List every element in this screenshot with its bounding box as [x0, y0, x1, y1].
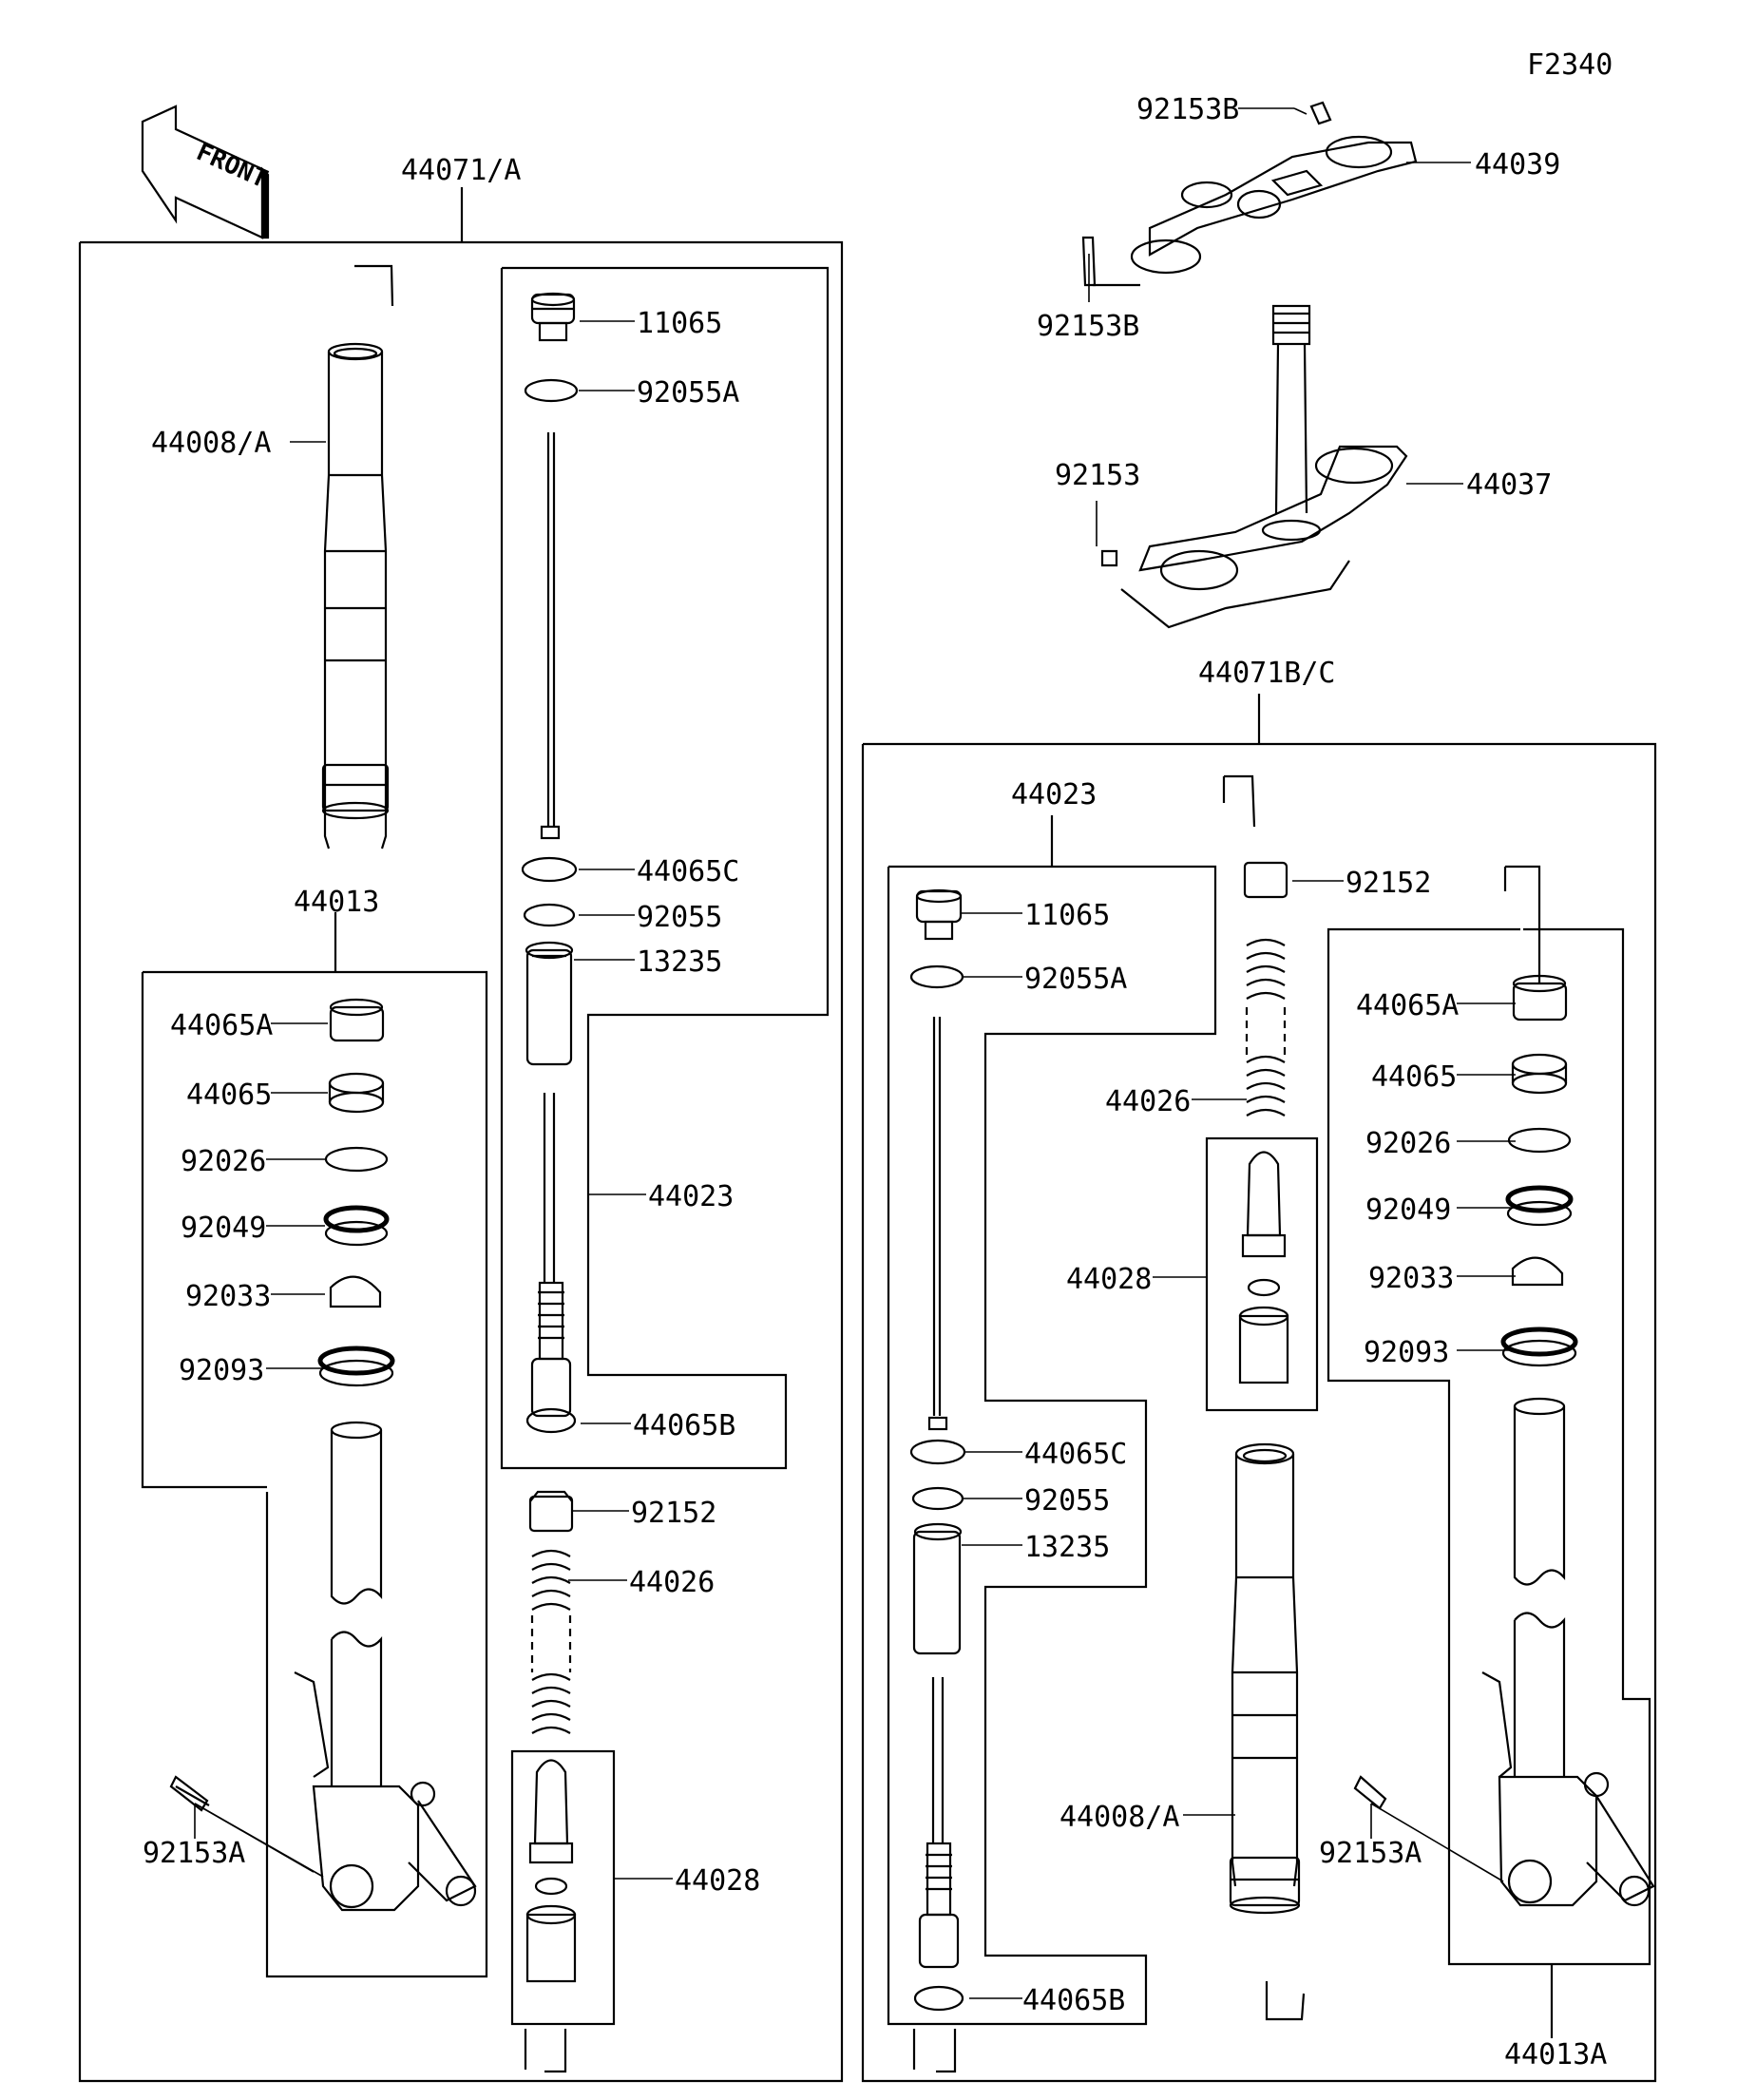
- label-layer: F2340 FRONT 44071/A 44008/A 44013 11065 …: [143, 48, 1613, 2071]
- label-92153B-mid: 92153B: [1037, 310, 1139, 343]
- seals-right: [1500, 865, 1578, 1367]
- label-92055A-right: 92055A: [1024, 963, 1127, 996]
- label-92153: 92153: [1055, 459, 1140, 492]
- label-44065-right: 44065: [1371, 1060, 1457, 1094]
- upper-clamp: [1130, 101, 1418, 275]
- box-44028-left: [510, 1749, 616, 2026]
- label-44037: 44037: [1466, 468, 1552, 502]
- label-44026-right: 44026: [1105, 1085, 1191, 1118]
- box-44028-right: [1205, 1136, 1319, 1412]
- seals-left: [317, 998, 395, 1387]
- label-44065A-right: 44065A: [1356, 989, 1459, 1022]
- label-92033-right: 92033: [1368, 1262, 1454, 1295]
- label-44065C-right: 44065C: [1024, 1438, 1127, 1471]
- label-44028-right: 44028: [1066, 1263, 1152, 1296]
- box-44013: [143, 970, 488, 1978]
- label-44065-left: 44065: [186, 1079, 272, 1112]
- outer-tube-right: [1229, 1442, 1306, 2021]
- label-44013: 44013: [294, 886, 379, 919]
- label-92153B-top: 92153B: [1136, 93, 1239, 126]
- label-44071A: 44071/A: [401, 154, 521, 187]
- box-44023-left: [500, 266, 830, 1470]
- label-92033-left: 92033: [185, 1280, 271, 1313]
- label-44039: 44039: [1475, 148, 1560, 181]
- bolt-upper-left: [1081, 236, 1140, 287]
- box-44013A: [1327, 927, 1651, 1966]
- box-44071BC: [861, 742, 1657, 2083]
- cartridge-right: [1238, 1151, 1289, 1384]
- damper-right: [909, 888, 966, 2073]
- label-92055-right: 92055: [1024, 1484, 1110, 1518]
- label-92093-right: 92093: [1364, 1336, 1449, 1369]
- label-44028-left: 44028: [675, 1864, 760, 1898]
- label-92093-left: 92093: [179, 1354, 264, 1387]
- box-44071A: [78, 240, 844, 2083]
- label-92055-left: 92055: [637, 901, 722, 934]
- fork-bottom-left: [169, 1671, 477, 1912]
- inner-tube-left: [330, 1421, 383, 1786]
- label-44065B-right: 44065B: [1022, 1984, 1125, 2017]
- inner-tube-right: [1513, 1397, 1566, 1777]
- cartridge-left: [524, 1759, 577, 2073]
- label-44008A-left: 44008/A: [151, 427, 271, 460]
- figure-code: F2340: [1527, 48, 1613, 82]
- label-44026-left: 44026: [629, 1566, 715, 1599]
- spring-right: [1222, 774, 1288, 1117]
- label-44065C-left: 44065C: [637, 855, 739, 888]
- box-44013-left-edge: [141, 972, 267, 1489]
- label-44013A: 44013A: [1504, 2038, 1607, 2071]
- label-44071BC: 44071B/C: [1198, 657, 1336, 690]
- leader-lines: [194, 107, 1516, 1999]
- outer-tube-left: [321, 264, 394, 850]
- label-44065A-left: 44065A: [170, 1009, 273, 1042]
- fork-bottom-right: [1353, 1671, 1655, 1907]
- label-44008A-right: 44008/A: [1059, 1801, 1179, 1834]
- label-92152-left: 92152: [631, 1497, 716, 1530]
- label-13235-right: 13235: [1024, 1531, 1110, 1564]
- label-44023-left: 44023: [648, 1180, 734, 1213]
- label-11065-left: 11065: [637, 307, 722, 340]
- label-92055A-left: 92055A: [637, 376, 739, 410]
- stem-clamp: [1100, 304, 1408, 629]
- box-44023-right: [887, 865, 1217, 2026]
- label-92153A-right: 92153A: [1319, 1837, 1422, 1870]
- label-44023-right: 44023: [1011, 778, 1097, 811]
- label-92049-right: 92049: [1365, 1193, 1451, 1227]
- label-92026-left: 92026: [181, 1145, 266, 1178]
- label-92026-right: 92026: [1365, 1127, 1451, 1160]
- label-92153A-left: 92153A: [143, 1837, 245, 1870]
- damper-left: [521, 292, 579, 1434]
- label-92152-right: 92152: [1346, 867, 1431, 900]
- label-44065B-left: 44065B: [633, 1409, 735, 1442]
- label-11065-right: 11065: [1024, 899, 1110, 932]
- label-92049-left: 92049: [181, 1212, 266, 1245]
- front-arrow-icon: [141, 105, 270, 239]
- spring-left: [528, 1490, 574, 1734]
- label-13235-left: 13235: [637, 945, 722, 979]
